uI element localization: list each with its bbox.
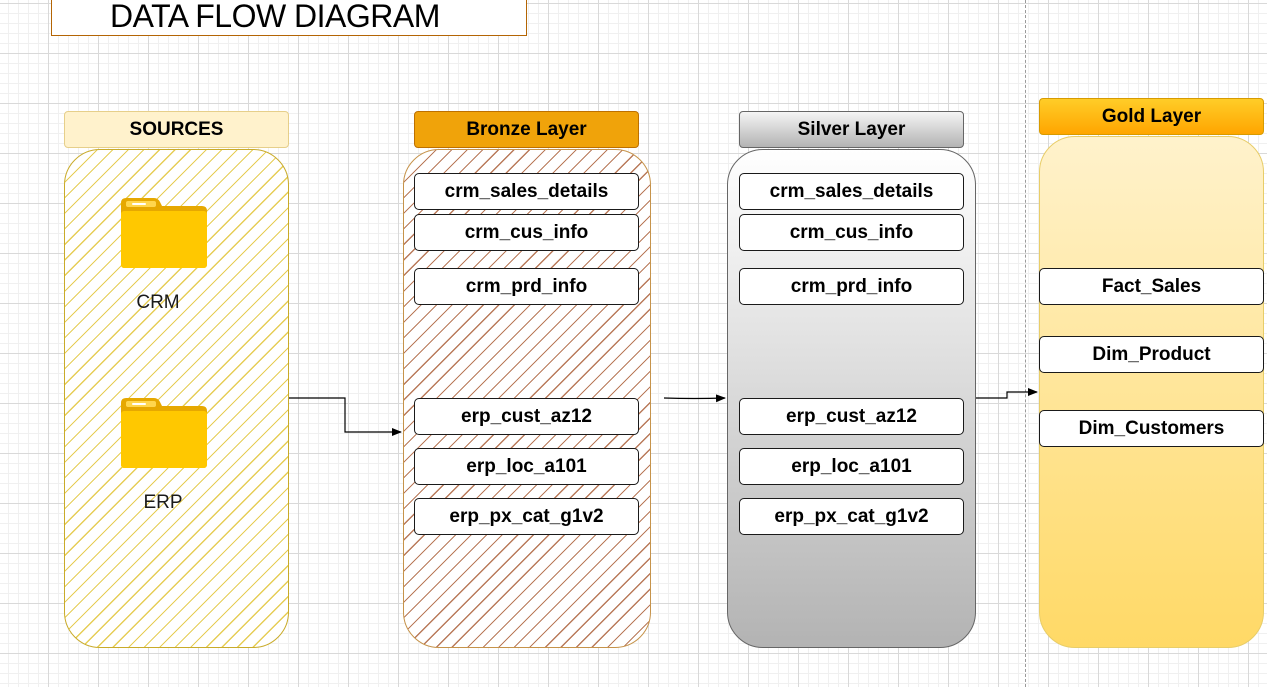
erp-source-label: ERP: [143, 492, 183, 513]
silver-table-erp-px-cat-g1v2[interactable]: erp_px_cat_g1v2: [739, 498, 964, 535]
diagram-title: DATA FLOW DIAGRAM: [110, 0, 440, 34]
bronze-table-crm-sales-details[interactable]: crm_sales_details: [414, 173, 639, 210]
silver-table-erp-cust-az12[interactable]: erp_cust_az12: [739, 398, 964, 435]
silver-table-crm-cus-info[interactable]: crm_cus_info: [739, 214, 964, 251]
erp-folder-icon[interactable]: [120, 397, 208, 469]
arrow-sources-to-bronze[interactable]: [289, 397, 402, 436]
silver-table-crm-sales-details[interactable]: crm_sales_details: [739, 173, 964, 210]
bronze-table-erp-cust-az12[interactable]: erp_cust_az12: [414, 398, 639, 435]
silver-table-crm-prd-info[interactable]: crm_prd_info: [739, 268, 964, 305]
gold-container[interactable]: [1039, 136, 1264, 648]
diagram-title-box: DATA FLOW DIAGRAM: [51, 0, 527, 36]
gold-table-dim-product[interactable]: Dim_Product: [1039, 336, 1264, 373]
silver-header[interactable]: Silver Layer: [739, 111, 964, 148]
bronze-table-crm-prd-info[interactable]: crm_prd_info: [414, 268, 639, 305]
sources-header[interactable]: SOURCES: [64, 111, 289, 148]
bronze-table-erp-loc-a101[interactable]: erp_loc_a101: [414, 448, 639, 485]
arrow-silver-to-gold[interactable]: [976, 388, 1038, 399]
bronze-table-crm-cus-info[interactable]: crm_cus_info: [414, 214, 639, 251]
gold-header[interactable]: Gold Layer: [1039, 98, 1264, 135]
page-divider: [1025, 0, 1026, 687]
crm-folder-icon[interactable]: [120, 197, 208, 269]
bronze-table-erp-px-cat-g1v2[interactable]: erp_px_cat_g1v2: [414, 498, 639, 535]
crm-source-label: CRM: [136, 292, 180, 313]
arrow-bronze-to-silver[interactable]: [663, 394, 726, 403]
silver-table-erp-loc-a101[interactable]: erp_loc_a101: [739, 448, 964, 485]
bronze-header[interactable]: Bronze Layer: [414, 111, 639, 148]
gold-table-dim-customers[interactable]: Dim_Customers: [1039, 410, 1264, 447]
gold-table-fact-sales[interactable]: Fact_Sales: [1039, 268, 1264, 305]
